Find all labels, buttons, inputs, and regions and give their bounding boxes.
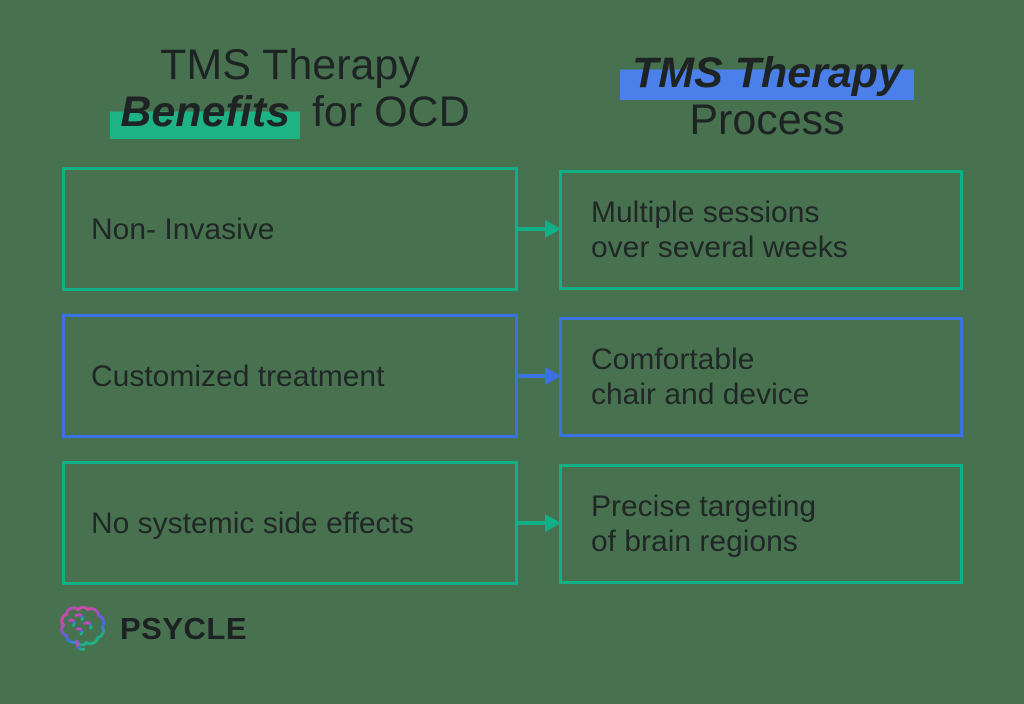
benefit-box-label: Customized treatment <box>91 359 385 393</box>
process-box-line2: over several weeks <box>591 231 848 264</box>
heading-process: TMS Therapy Process <box>557 49 977 144</box>
process-box-line2: chair and device <box>591 378 810 411</box>
arrow-icon <box>515 514 561 532</box>
benefit-box-no-side-effects: No systemic side effects <box>62 461 518 585</box>
benefit-box-label: No systemic side effects <box>91 506 414 540</box>
process-box-line1: Precise targeting <box>591 490 817 523</box>
heading-process-highlight: TMS Therapy <box>620 49 914 100</box>
benefit-box-customized-treatment: Customized treatment <box>62 314 518 438</box>
process-box-comfortable-chair: Comfortable chair and device <box>559 317 963 437</box>
arrow-icon <box>515 220 561 238</box>
process-box-line1: Multiple sessions <box>591 196 820 229</box>
heading-benefits-highlight: Benefits <box>110 88 300 139</box>
process-box-line1: Comfortable <box>591 343 755 376</box>
heading-benefits-line2: Benefits for OCD <box>52 88 528 139</box>
heading-process-line2: Process <box>689 96 845 144</box>
heading-benefits-rest: for OCD <box>311 88 470 136</box>
process-box-line2: of brain regions <box>591 525 798 558</box>
heading-process-line1: TMS Therapy <box>557 49 977 100</box>
brain-icon <box>60 605 105 651</box>
process-box-precise-targeting: Precise targeting of brain regions <box>559 464 963 584</box>
process-box-multiple-sessions: Multiple sessions over several weeks <box>559 170 963 290</box>
benefit-box-label: Non- Invasive <box>91 212 275 246</box>
brand-name: PSYCLE <box>120 611 248 646</box>
logo: PSYCLE <box>58 602 247 656</box>
heading-benefits: TMS Therapy Benefits for OCD <box>52 41 528 139</box>
heading-benefits-line1: TMS Therapy <box>160 41 420 89</box>
arrow-icon <box>515 367 561 385</box>
benefit-box-non-invasive: Non- Invasive <box>62 167 518 291</box>
